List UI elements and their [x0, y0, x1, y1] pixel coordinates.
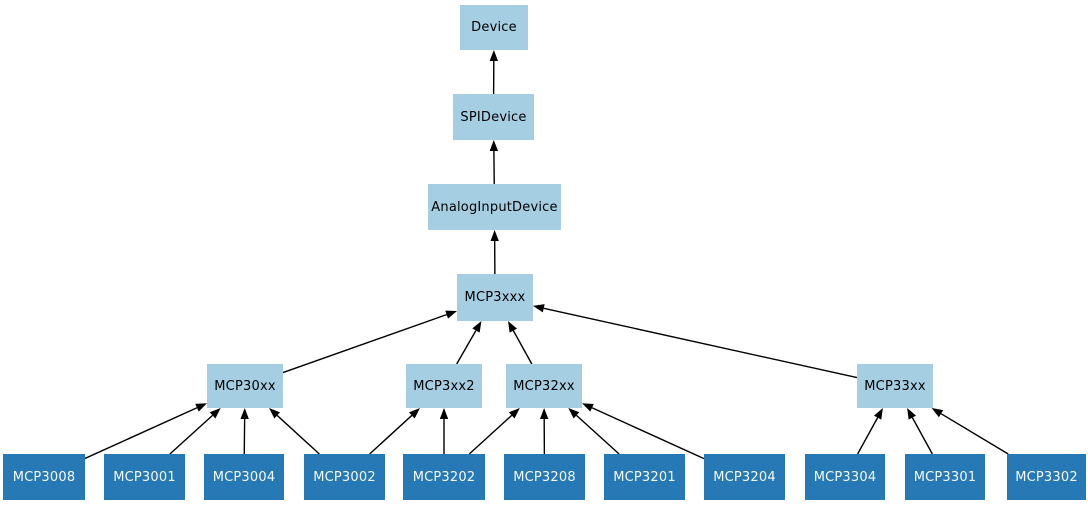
class-node-label: MCP30xx — [214, 378, 276, 394]
edge-mcp3xx2-to-mcp3xxx — [456, 321, 482, 365]
arrowhead-icon — [508, 321, 518, 333]
arrowhead-icon — [269, 408, 281, 419]
class-node-label: MCP3202 — [412, 469, 476, 485]
edge-mcp3002-to-mcp3xx2 — [369, 408, 420, 455]
edge-mcp33xx-to-mcp3xxx — [533, 304, 858, 379]
class-node-mcp3302[interactable]: MCP3302 — [1007, 454, 1086, 500]
arrowhead-icon — [439, 408, 449, 419]
edge-mcp3304-to-mcp33xx — [857, 408, 883, 455]
edge-mcp3302-to-mcp33xx — [931, 408, 1009, 455]
class-node-mcp3001[interactable]: MCP3001 — [104, 454, 185, 500]
class-node-mcp3xxx[interactable]: MCP3xxx — [457, 274, 533, 321]
class-node-label: MCP3xx2 — [413, 378, 475, 394]
class-node-label: SPIDevice — [460, 109, 527, 125]
edge-mcp3004-to-mcp30xx — [240, 408, 249, 455]
arrowhead-icon — [445, 310, 457, 319]
arrowhead-icon — [408, 408, 420, 419]
class-node-label: MCP3004 — [212, 469, 276, 485]
arrowhead-icon — [489, 50, 499, 62]
class-node-device[interactable]: Device — [460, 5, 528, 50]
class-node-mcp3301[interactable]: MCP3301 — [905, 454, 985, 500]
class-node-mcp32xx[interactable]: MCP32xx — [506, 364, 582, 408]
arrowhead-icon — [209, 408, 221, 419]
edge-mcp3201-to-mcp32xx — [568, 408, 620, 455]
class-node-mcp3304[interactable]: MCP3304 — [805, 454, 885, 500]
class-node-label: MCP3204 — [713, 469, 776, 485]
arrowhead-icon — [240, 408, 249, 420]
class-node-mcp3202[interactable]: MCP3202 — [403, 454, 485, 500]
class-node-label: MCP3208 — [513, 469, 576, 485]
class-node-label: MCP3304 — [813, 469, 877, 485]
class-node-mcp3204[interactable]: MCP3204 — [704, 454, 785, 500]
class-node-mcp3xx2[interactable]: MCP3xx2 — [406, 364, 482, 408]
edge-mcp30xx-to-mcp3xxx — [282, 310, 457, 374]
arrowhead-icon — [568, 408, 580, 419]
arrowhead-icon — [873, 408, 883, 420]
class-node-label: Device — [471, 20, 517, 35]
edge-analoginputdevice-to-spidevice — [489, 140, 499, 185]
arrowhead-icon — [490, 230, 499, 242]
class-node-mcp3008[interactable]: MCP3008 — [3, 454, 85, 500]
class-node-analoginputdevice[interactable]: AnalogInputDevice — [428, 184, 561, 230]
class-node-mcp3208[interactable]: MCP3208 — [504, 454, 585, 500]
class-node-mcp3201[interactable]: MCP3201 — [604, 454, 685, 500]
arrowhead-icon — [489, 140, 499, 152]
class-node-label: MCP3002 — [313, 469, 376, 485]
arrowhead-icon — [508, 408, 520, 419]
class-node-label: MCP3008 — [12, 469, 76, 485]
class-node-label: MCP32xx — [513, 378, 575, 394]
edge-mcp3xxx-to-analoginputdevice — [490, 230, 499, 275]
class-node-spidevice[interactable]: SPIDevice — [453, 94, 534, 140]
class-node-mcp30xx[interactable]: MCP30xx — [207, 364, 283, 408]
arrowhead-icon — [195, 403, 207, 412]
edge-mcp3208-to-mcp32xx — [539, 408, 549, 455]
class-node-mcp3002[interactable]: MCP3002 — [304, 454, 385, 500]
edge-spidevice-to-device — [489, 50, 499, 95]
edge-mcp32xx-to-mcp3xxx — [508, 321, 533, 365]
class-node-label: MCP33xx — [864, 378, 926, 394]
arrowhead-icon — [539, 408, 549, 420]
class-node-label: MCP3201 — [613, 469, 676, 485]
arrowhead-icon — [533, 304, 545, 313]
class-node-mcp33xx[interactable]: MCP33xx — [857, 364, 933, 408]
edge-mcp3202-to-mcp32xx — [468, 408, 520, 455]
edge-mcp3202-to-mcp3xx2 — [439, 408, 449, 454]
class-node-label: AnalogInputDevice — [431, 199, 558, 215]
arrowhead-icon — [472, 321, 482, 333]
edge-mcp3301-to-mcp33xx — [907, 408, 933, 455]
class-node-label: MCP3301 — [913, 469, 977, 485]
class-node-mcp3004[interactable]: MCP3004 — [204, 454, 284, 500]
arrowhead-icon — [582, 403, 594, 412]
arrowhead-icon — [931, 408, 944, 418]
edge-mcp3002-to-mcp30xx — [269, 408, 320, 455]
edge-mcp3204-to-mcp32xx — [582, 403, 705, 460]
edge-mcp3001-to-mcp30xx — [169, 408, 221, 455]
edge-mcp3008-to-mcp30xx — [84, 403, 207, 460]
class-node-label: MCP3xxx — [464, 290, 526, 305]
class-node-label: MCP3001 — [113, 469, 176, 485]
class-node-label: MCP3302 — [1015, 469, 1078, 485]
arrowhead-icon — [907, 408, 917, 420]
